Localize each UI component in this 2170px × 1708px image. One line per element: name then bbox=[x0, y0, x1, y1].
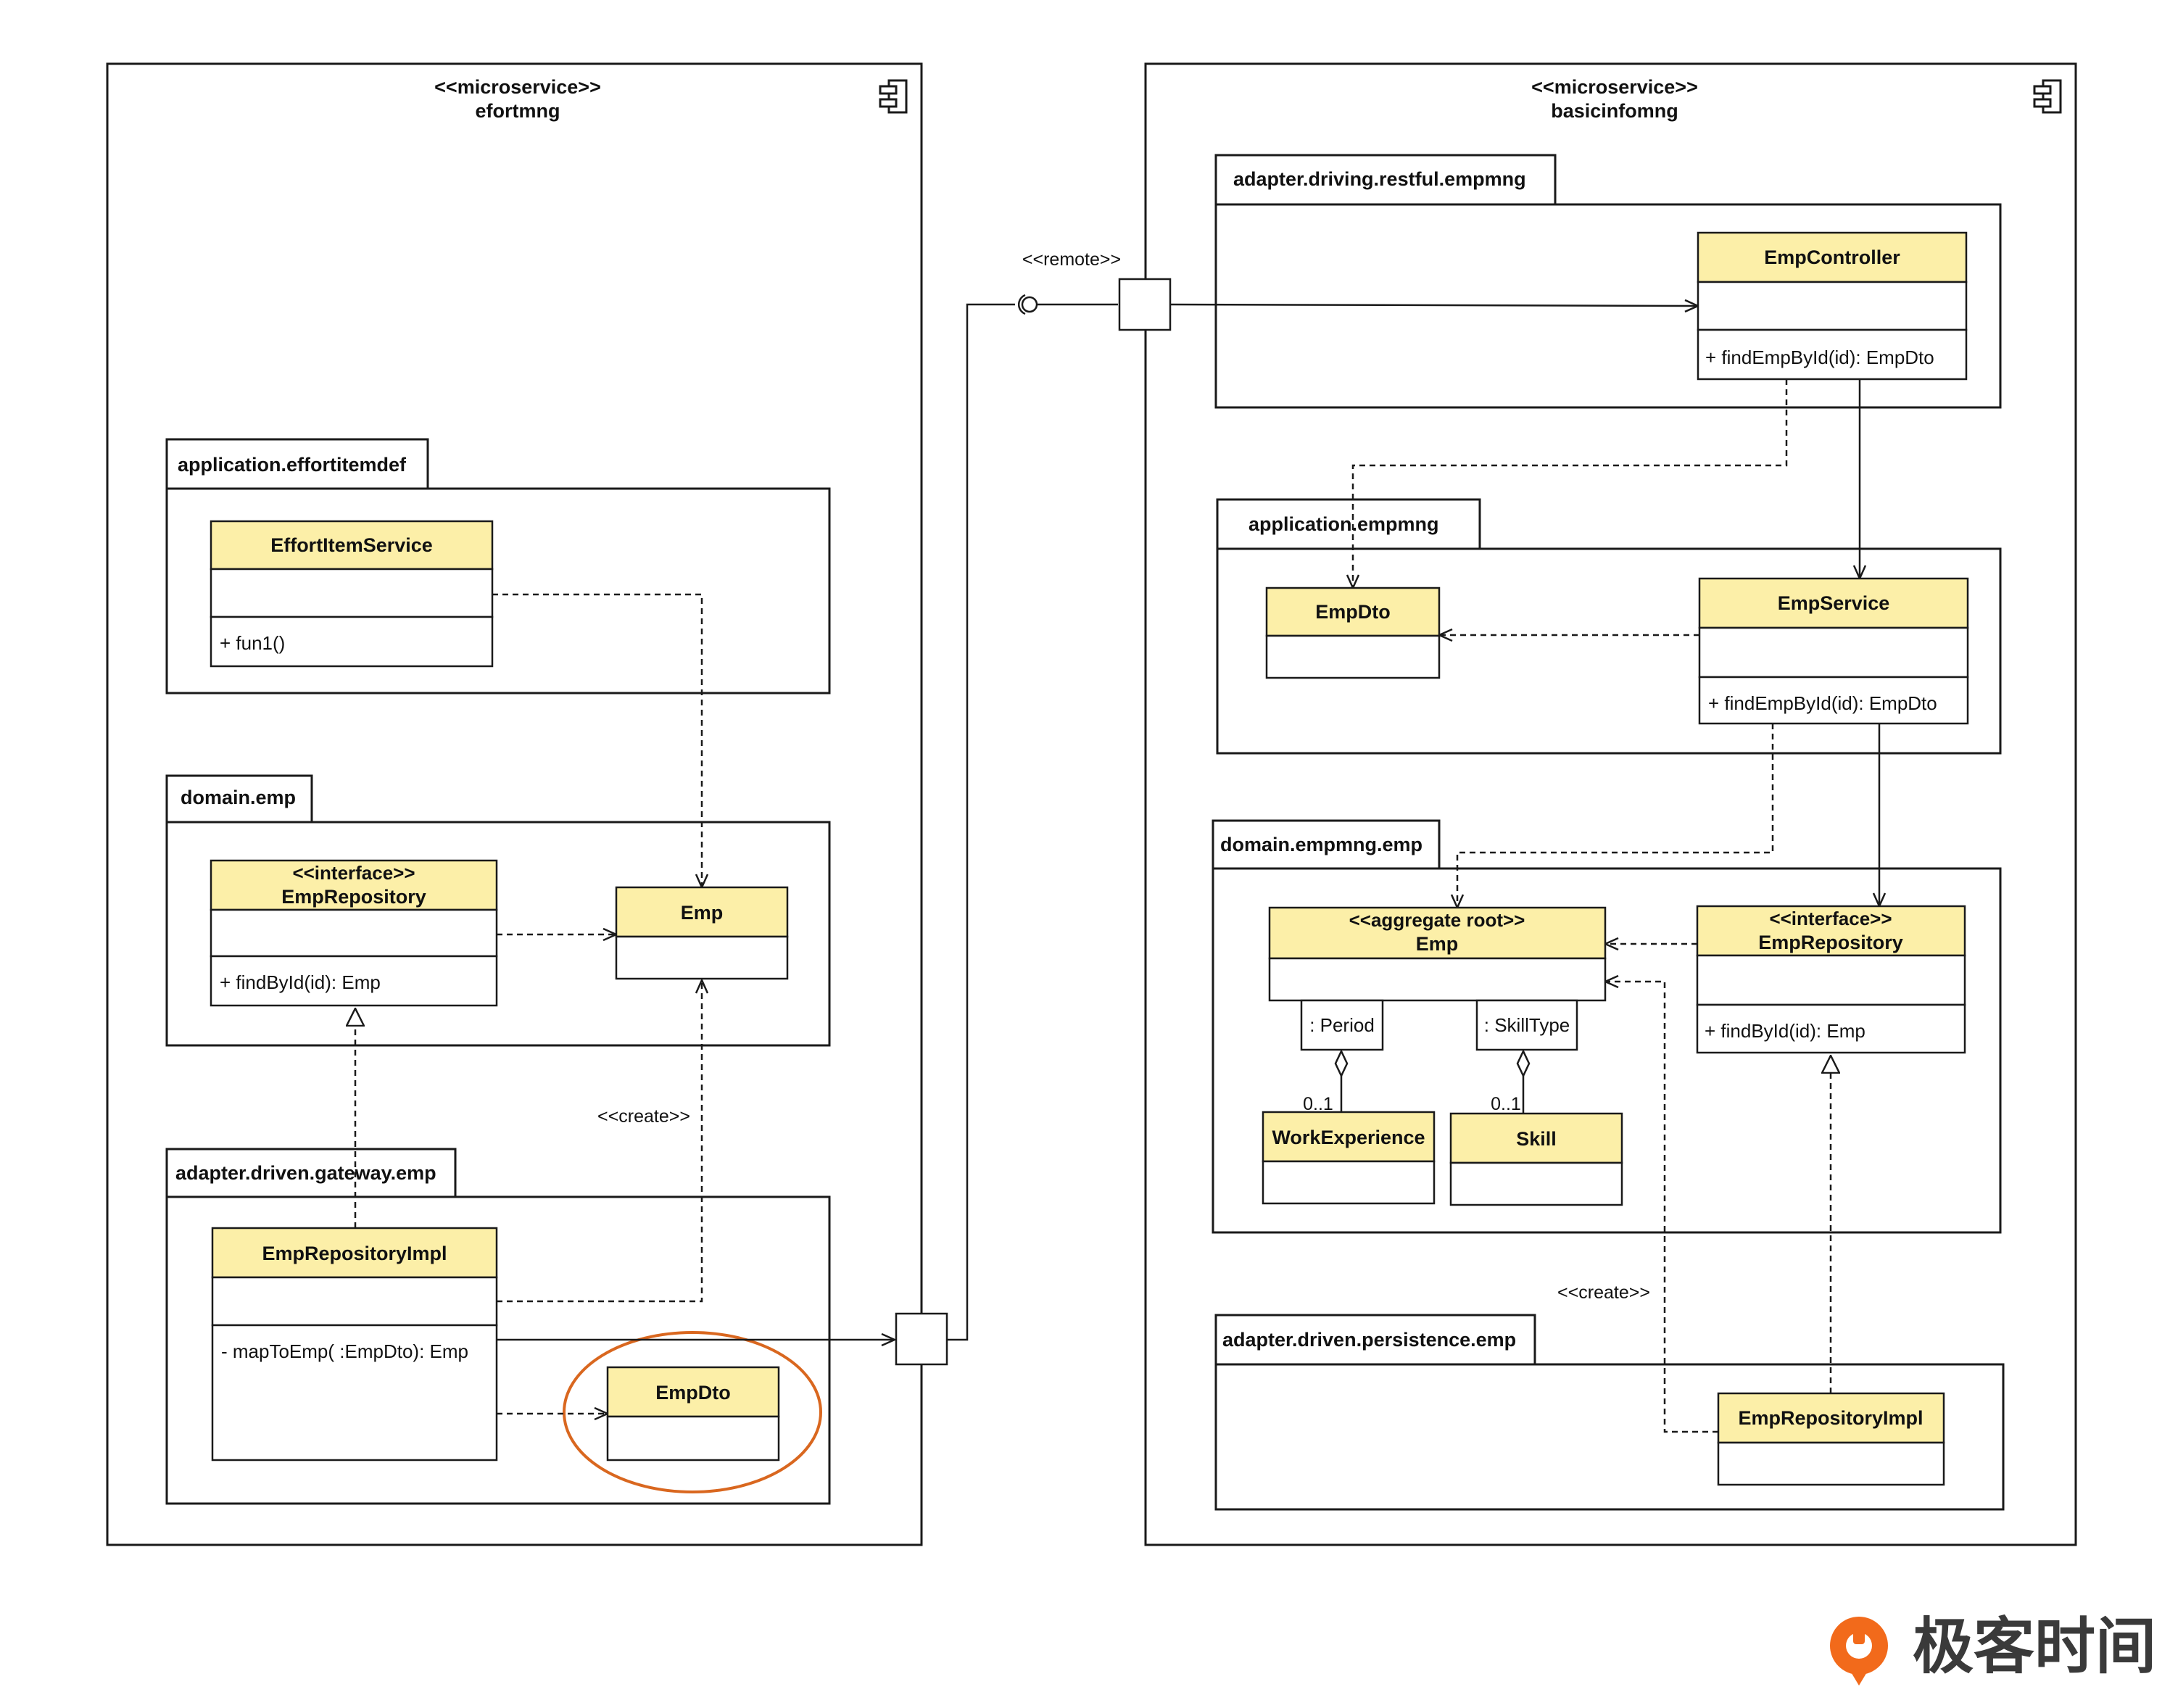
port-left[interactable] bbox=[895, 1312, 948, 1366]
class-name: EmpRepositoryImpl bbox=[1738, 1407, 1923, 1429]
brand-name: 极客时间 bbox=[1913, 1611, 2156, 1682]
class-name: Skill bbox=[1516, 1128, 1557, 1150]
class-name: EmpController bbox=[1764, 246, 1900, 268]
class-name: EmpDto bbox=[1315, 601, 1391, 623]
class-name: Emp bbox=[681, 902, 724, 924]
microservice-stereotype: <<microservice>> bbox=[1531, 76, 1698, 98]
class-name: EffortItemService bbox=[270, 534, 433, 556]
package-label: domain.emp bbox=[181, 787, 296, 808]
multiplicity-label: 0..1 bbox=[1491, 1094, 1521, 1114]
class-name: EmpRepositoryImpl bbox=[262, 1243, 447, 1264]
package-label: adapter.driven.persistence.emp bbox=[1222, 1329, 1516, 1351]
class-name: Emp bbox=[1416, 933, 1459, 955]
class-skill[interactable]: Skill bbox=[1449, 1112, 1623, 1206]
component-icon bbox=[2033, 79, 2062, 114]
class-empcontroller[interactable]: EmpController + findEmpById(id): EmpDto bbox=[1697, 231, 1968, 381]
class-workexperience[interactable]: WorkExperience bbox=[1262, 1111, 1436, 1205]
class-empdto[interactable]: EmpDto bbox=[1265, 586, 1441, 679]
association-port-to-empcontroller bbox=[1169, 304, 1698, 306]
package-label: application.effortitemdef bbox=[178, 454, 407, 476]
create-impl-to-emp bbox=[1605, 982, 1718, 1433]
class-name: EmpRepository bbox=[281, 886, 426, 908]
microservice-name: basicinfomng bbox=[1551, 100, 1678, 122]
class-emp-aggregate-root[interactable]: <<aggregate root>> Emp bbox=[1268, 906, 1607, 1002]
right-connectors bbox=[1169, 304, 1879, 1433]
create-impl-to-emp bbox=[497, 980, 702, 1303]
highlight-ellipse bbox=[563, 1331, 822, 1493]
left-connectors bbox=[355, 593, 895, 1414]
port-right[interactable] bbox=[1118, 278, 1172, 331]
class-operation: - mapToEmp( :EmpDto): Emp bbox=[221, 1340, 468, 1362]
class-effortitemservice[interactable]: EffortItemService + fun1() bbox=[210, 520, 494, 668]
class-operation: + findById(id): Emp bbox=[1705, 1020, 1865, 1042]
class-emprepository-interface-right[interactable]: <<interface>> EmpRepository + findById(i… bbox=[1696, 905, 1966, 1054]
remote-interface-link bbox=[947, 294, 1118, 1341]
remote-label: <<remote>> bbox=[1022, 249, 1121, 270]
class-name: EmpService bbox=[1778, 592, 1890, 614]
create-label: <<create>> bbox=[597, 1106, 690, 1127]
qualifier-skilltype: : SkillType bbox=[1475, 999, 1578, 1051]
class-empdto-highlighted[interactable]: EmpDto bbox=[606, 1366, 780, 1462]
class-operation: + findById(id): Emp bbox=[220, 971, 381, 993]
brand-logo: 极客时间 bbox=[1830, 1611, 2156, 1686]
class-stereotype: <<interface>> bbox=[1769, 908, 1892, 929]
qualifier-label: : SkillType bbox=[1484, 1014, 1570, 1036]
microservice-stereotype: <<microservice>> bbox=[434, 76, 601, 98]
class-emp[interactable]: Emp bbox=[615, 886, 789, 980]
class-operation: + findEmpById(id): EmpDto bbox=[1705, 347, 1934, 368]
class-operation: + findEmpById(id): EmpDto bbox=[1708, 692, 1937, 714]
qualifier-label: : Period bbox=[1309, 1014, 1375, 1036]
package-label: domain.empmng.emp bbox=[1220, 834, 1422, 855]
class-operation: + fun1() bbox=[220, 632, 285, 654]
component-icon bbox=[879, 79, 908, 114]
package-label: application.empmng bbox=[1248, 513, 1439, 535]
required-interface-socket bbox=[1018, 294, 1026, 315]
create-label: <<create>> bbox=[1557, 1282, 1650, 1303]
multiplicity-label: 0..1 bbox=[1303, 1094, 1333, 1114]
qualifier-period: : Period bbox=[1300, 999, 1384, 1051]
class-emprepositoryimpl[interactable]: EmpRepositoryImpl - mapToEmp( :EmpDto): … bbox=[211, 1227, 498, 1462]
package-label: adapter.driving.restful.empmng bbox=[1233, 168, 1526, 190]
geektime-logo-icon bbox=[1830, 1617, 1888, 1686]
class-empservice[interactable]: EmpService + findEmpById(id): EmpDto bbox=[1698, 577, 1969, 725]
package-label: adapter.driven.gateway.emp bbox=[175, 1162, 436, 1184]
class-emprepository-interface[interactable]: <<interface>> EmpRepository + findById(i… bbox=[210, 859, 498, 1007]
class-name: EmpDto bbox=[655, 1382, 731, 1404]
class-name: WorkExperience bbox=[1272, 1127, 1425, 1148]
provided-interface-ball bbox=[1021, 296, 1038, 313]
dependency-empservice-to-emp bbox=[1457, 724, 1774, 908]
class-emprepositoryimpl-right[interactable]: EmpRepositoryImpl bbox=[1717, 1392, 1945, 1486]
class-stereotype: <<interface>> bbox=[292, 862, 415, 884]
dependency-empcontroller-to-empdto bbox=[1353, 379, 1788, 588]
class-stereotype: <<aggregate root>> bbox=[1349, 909, 1525, 931]
class-name: EmpRepository bbox=[1758, 932, 1903, 953]
microservice-name: efortmng bbox=[476, 100, 560, 122]
